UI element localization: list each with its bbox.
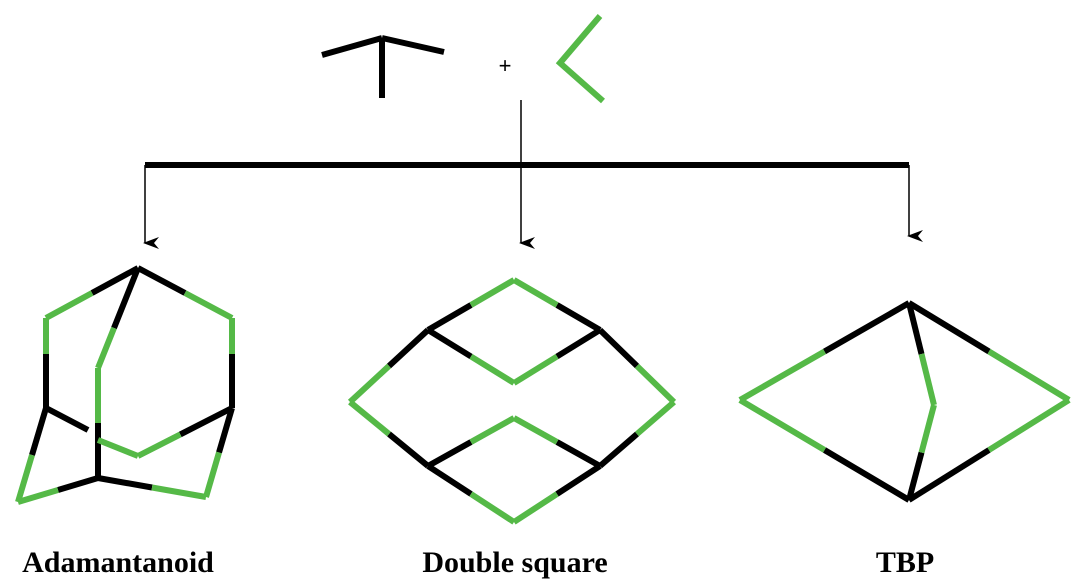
plus-sign: + xyxy=(498,53,512,78)
metal-bond xyxy=(387,431,430,469)
metal-bond xyxy=(386,327,431,369)
metal-bond xyxy=(426,302,473,333)
ligand-bond xyxy=(469,277,516,308)
ligand-bond xyxy=(918,404,937,454)
ligand-bond xyxy=(469,491,516,525)
ligand-bond xyxy=(469,415,516,445)
metal-bond xyxy=(906,302,925,355)
metal-bond xyxy=(216,407,235,454)
ligand-bond xyxy=(738,348,826,403)
ligand-bond xyxy=(635,399,676,437)
ligand-bond xyxy=(512,491,559,525)
ligand-bond xyxy=(738,397,827,453)
reaction-arrows xyxy=(143,100,923,249)
ligand-bond xyxy=(136,431,182,459)
tbp-structure xyxy=(738,300,1071,503)
ligand-bond xyxy=(17,487,59,505)
ligand-bond xyxy=(347,363,392,405)
ligand-bond xyxy=(203,451,222,498)
v-shaped-reactant xyxy=(555,14,605,104)
metal-bond xyxy=(426,327,473,360)
ligand-bond xyxy=(512,353,559,386)
metal-bond xyxy=(555,463,602,497)
ligand-bond xyxy=(987,348,1071,403)
ligand-bond xyxy=(987,397,1071,453)
metal-bond xyxy=(907,447,991,503)
metal-bond xyxy=(44,405,90,433)
ligand-bond xyxy=(348,399,391,437)
metal-bond xyxy=(906,451,925,501)
ligand-bond xyxy=(512,277,559,308)
metal-bond xyxy=(555,327,602,360)
metal-bond xyxy=(822,447,911,503)
metal-bond xyxy=(57,475,99,493)
metal-bond xyxy=(97,475,153,491)
ligand-bond xyxy=(151,484,207,500)
ligand-bond xyxy=(44,290,94,321)
metal-bond xyxy=(136,265,187,296)
ligand-bond xyxy=(469,353,516,386)
metal-bond xyxy=(426,463,473,497)
label-double-square: Double square xyxy=(422,546,608,579)
double-square-structure xyxy=(347,277,677,525)
metal-bond xyxy=(111,266,141,330)
metal-bond xyxy=(555,439,602,469)
metal-bond xyxy=(597,327,640,369)
t-shaped-reactant xyxy=(321,35,445,98)
product-structures xyxy=(15,265,1071,525)
label-tbp: TBP xyxy=(875,546,935,579)
ligand-bond xyxy=(96,437,140,459)
ligand-bond xyxy=(183,290,234,321)
metal-bond xyxy=(90,265,140,296)
metal-bond xyxy=(907,300,991,355)
metal-bond xyxy=(598,431,639,469)
ligand-bond xyxy=(634,363,677,405)
metal-bond xyxy=(555,302,602,333)
ligand-bond xyxy=(15,454,35,503)
ligand-bond xyxy=(512,415,559,445)
metal-bond xyxy=(29,407,49,456)
metal-bond xyxy=(178,405,234,438)
ligand-bond xyxy=(918,353,937,406)
ligand-bond xyxy=(95,326,117,370)
adamantanoid-structure xyxy=(15,265,235,505)
metal-bond xyxy=(823,300,911,355)
label-adamantanoid: Adamantanoid xyxy=(22,546,214,579)
metal-bond xyxy=(426,439,473,469)
